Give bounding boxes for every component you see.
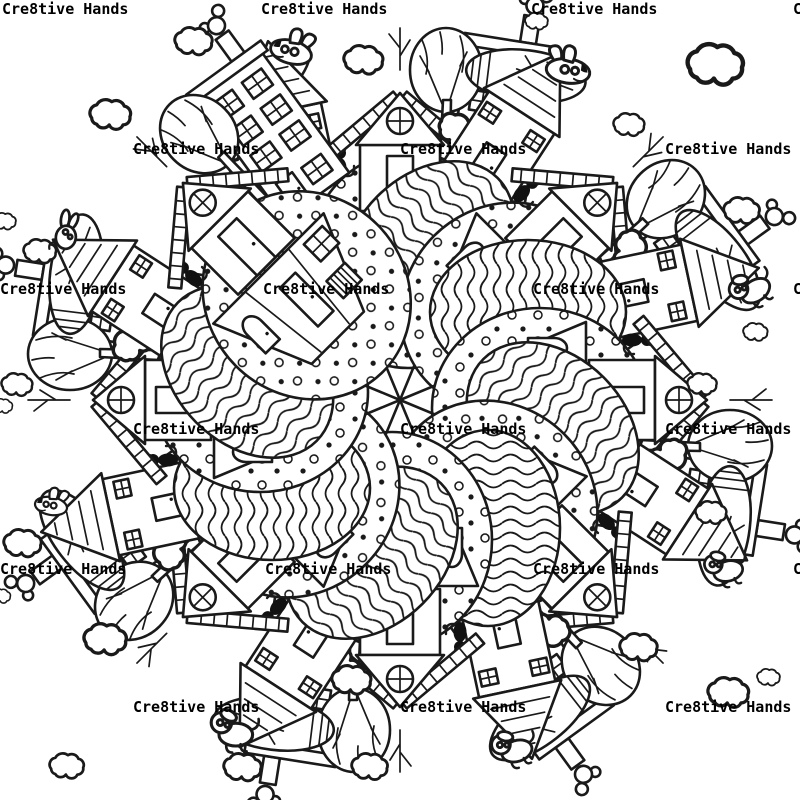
watermark-text: Cre8tive Hands [400,698,527,716]
watermark-text: Cre8tive Hands [0,280,127,298]
watermark-text: Cre8tive Hands [793,280,800,298]
cloud-icon [222,751,263,783]
watermark-text: Cre8tive Hands [533,560,660,578]
watermark-text: Cre8tive Hands [261,0,388,18]
watermark-text: Cre8tive Hands [665,698,792,716]
cloud-icon [0,587,12,604]
watermark-text: Cre8tive Hands [133,698,260,716]
cloud-icon [173,25,214,57]
watermark-text: Cre8tive Hands [665,140,792,158]
watermark-text: Cre8tive Hands [400,420,527,438]
cloud-icon [330,663,373,696]
watermark-text: Cre8tive Hands [665,420,792,438]
watermark-text: Cre8tive Hands [263,280,390,298]
watermark-text: Cre8tive Hands [793,0,800,18]
watermark-text: Cre8tive Hands [2,0,129,18]
cloud-icon [2,527,43,559]
cloud-icon [686,371,718,396]
cloud-icon [350,751,389,782]
watermark-text: Cre8tive Hands [533,280,660,298]
cloud-icon [88,97,133,132]
cloud-icon [612,111,646,138]
cloud-icon [756,667,781,687]
cloud-icon [0,397,14,414]
cloud-icon [0,371,34,398]
watermark-text: Cre8tive Hands [133,140,260,158]
watermark-text: Cre8tive Hands [531,0,658,18]
watermark-text: Cre8tive Hands [400,140,527,158]
cloud-icon [48,751,86,780]
cloud-icon [722,195,761,226]
cloud-icon [742,321,769,342]
watermark-text: Cre8tive Hands [133,420,260,438]
cloud-icon [82,621,128,657]
watermark-text: Cre8tive Hands [0,560,127,578]
watermark-text: Cre8tive Hands [265,560,392,578]
cloud-icon [342,43,385,76]
cloud-icon [694,499,728,526]
watermark-text: Cre8tive Hands [793,560,800,578]
cloud-icon [0,211,17,231]
cloud-icon [618,631,659,663]
cloud-icon [688,44,743,84]
